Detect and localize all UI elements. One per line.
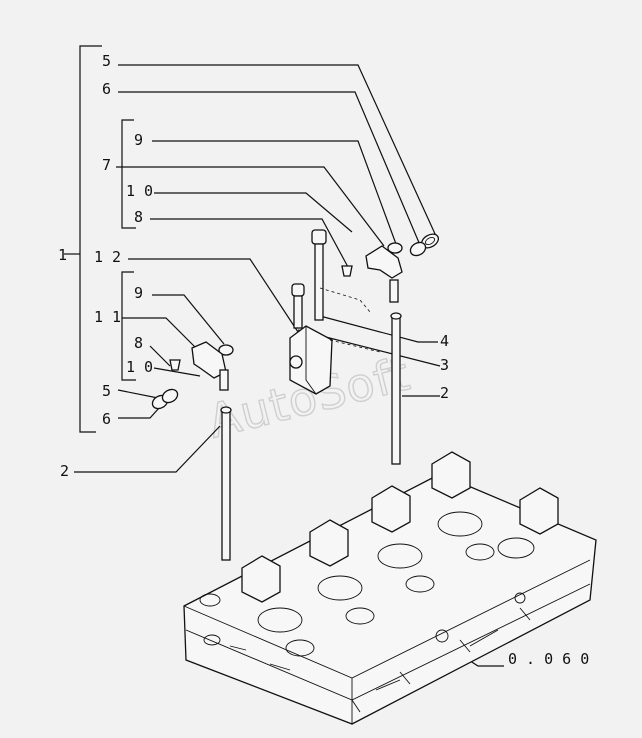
callout-1: 1: [58, 246, 67, 264]
callout-2-left: 2: [60, 462, 69, 480]
leader-lines: [74, 64, 504, 667]
callout-4: 4: [440, 332, 449, 350]
lower-rocker-assembly: [151, 341, 234, 561]
group-bracket-lower: [121, 271, 136, 381]
callout-8-top: 8: [134, 208, 143, 226]
reference-0-060: 0 . 0 6 0: [508, 650, 589, 668]
cylinder-head: [183, 451, 597, 725]
callout-7: 7: [102, 156, 111, 174]
callout-10-top: 1 0: [126, 182, 153, 200]
callout-8-low: 8: [134, 334, 143, 352]
callout-6-low: 6: [102, 410, 111, 428]
group-bracket-upper: [121, 119, 136, 229]
assembly-hint-lines: [319, 287, 381, 353]
callout-5-low: 5: [102, 382, 111, 400]
rocker-support-12: [289, 325, 333, 395]
callout-3: 3: [440, 356, 449, 374]
callout-labels: 5 6 9 7 1 0 8 1 1 2 9 1 1 8 1 0 5 6 4 3 …: [58, 52, 589, 668]
callout-12: 1 2: [94, 248, 121, 266]
callout-10-low: 1 0: [126, 358, 153, 376]
upper-rocker-assembly: [291, 229, 440, 465]
callout-6-top: 6: [102, 80, 111, 98]
callout-11: 1 1: [94, 308, 121, 326]
callout-9-low: 9: [134, 284, 143, 302]
callout-5-top: 5: [102, 52, 111, 70]
callout-2-right: 2: [440, 384, 449, 402]
callout-9-top: 9: [134, 131, 143, 149]
group-bracket-1: [64, 45, 102, 433]
